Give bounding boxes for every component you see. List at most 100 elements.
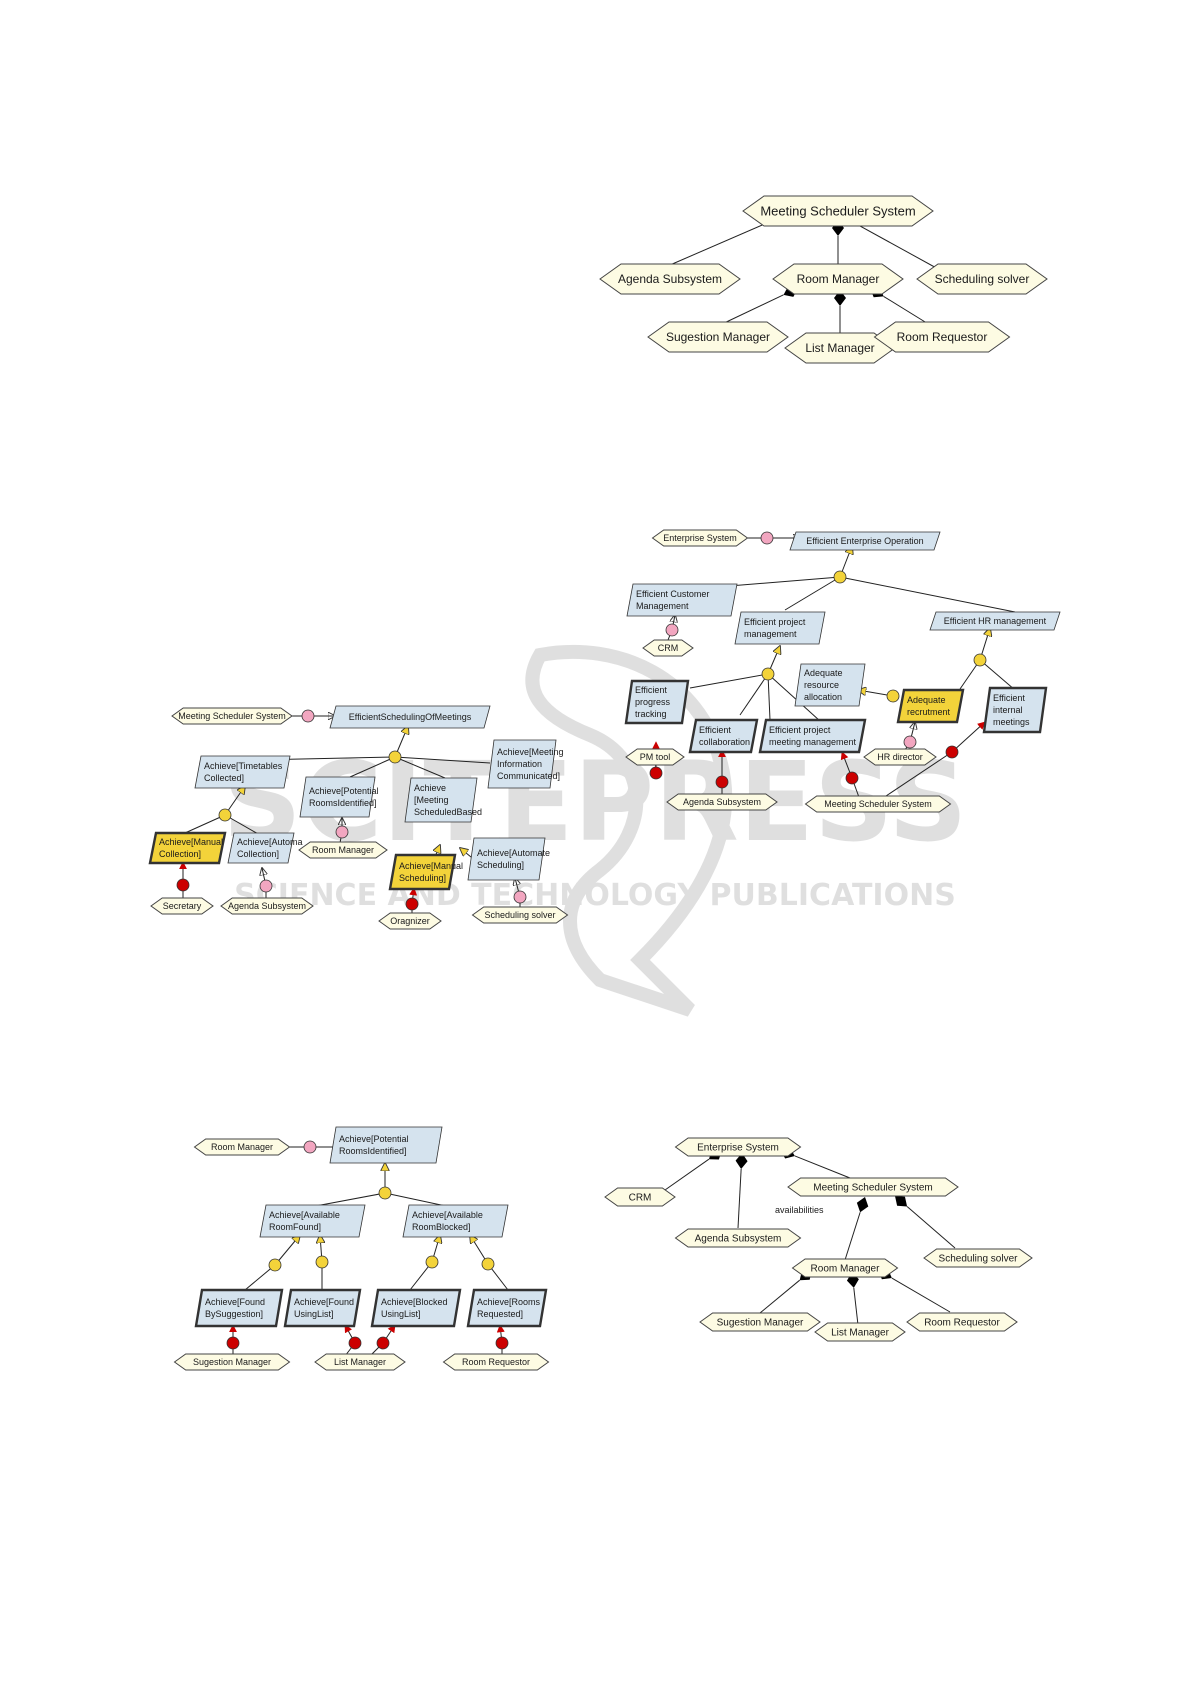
goal-efficient-customer-management-label: Efficient Customer <box>636 589 709 599</box>
agent-sugestion-manager <box>173 1353 291 1371</box>
resp-pmtool-circle <box>649 766 663 780</box>
agent-sugestion-manager-label: Sugestion Manager <box>193 1357 271 1367</box>
node-sugestion-manager-label: Sugestion Manager <box>666 330 770 344</box>
goal-rooms-requested <box>466 1288 548 1328</box>
link-crm-line <box>664 1158 710 1191</box>
node-scheduling-solver <box>923 1248 1033 1268</box>
goal-efficient-collaboration-label: collaboration <box>699 737 750 747</box>
agent-enterprise-system <box>651 529 749 547</box>
node-room-manager-label: Room Manager <box>811 1264 881 1275</box>
resp-msched-internal-arrow <box>951 721 986 753</box>
resp-msched-meeting-circle <box>845 771 859 785</box>
goal-blocked-using-list-label: Achieve[Blocked <box>381 1297 448 1307</box>
link-msched-line <box>794 1155 851 1179</box>
goal-efficient-progress-tracking <box>624 679 690 725</box>
link-sugestion-line <box>759 1279 800 1314</box>
resp-requestor-circle <box>495 1336 509 1350</box>
link-solver <box>895 1196 908 1207</box>
resp-sugestion-circle <box>226 1336 240 1350</box>
node-room-manager-label: Room Manager <box>797 272 880 286</box>
goal-meeting-information-communicated-label: Achieve[Meeting <box>497 747 564 757</box>
ref-project-link <box>739 673 769 716</box>
goal-found-by-suggestion <box>194 1288 284 1328</box>
agent-scheduling-solver-label: Scheduling solver <box>484 910 555 920</box>
goal-adequate-recrutment <box>896 688 965 724</box>
node-room-requestor <box>873 321 1011 353</box>
node-sugestion-manager <box>647 321 789 353</box>
agent-pm-tool-label: PM tool <box>640 752 671 762</box>
goal-rooms-requested-label: Requested] <box>477 1309 523 1319</box>
agent-room-requestor <box>442 1353 550 1371</box>
goal-efficient-hr-management <box>929 611 1061 631</box>
node-meeting-scheduler-system-label: Meeting Scheduler System <box>813 1183 933 1194</box>
agent-room-manager <box>298 841 388 859</box>
goal-potential-rooms-identified <box>329 1126 443 1164</box>
agent-secretary <box>150 897 214 915</box>
goal-available-room-found-label: RoomFound] <box>269 1222 321 1232</box>
node-room-requestor <box>906 1312 1018 1332</box>
goal-meeting-scheduled-based <box>404 777 478 823</box>
goal-manual-collection-label: Collection] <box>159 849 201 859</box>
agent-secretary-label: Secretary <box>163 901 202 911</box>
node-list-manager <box>814 1322 906 1342</box>
node-crm-label: CRM <box>629 1193 652 1204</box>
goal-adequate-recrutment-label: recrutment <box>907 707 951 717</box>
goal-automate-scheduling <box>467 837 546 881</box>
goal-adequate-resource-allocation <box>794 663 866 707</box>
agent-meeting-scheduler-system-label: Meeting Scheduler System <box>178 711 286 721</box>
goal-found-by-suggestion-label: Achieve[Found <box>205 1297 265 1307</box>
ref-blocked-b-circle <box>481 1257 495 1271</box>
ref-hr-link <box>979 659 1016 691</box>
agent-meeting-scheduler-system-label: Meeting Scheduler System <box>824 799 932 809</box>
goal-efficient-internal-meetings-label: internal <box>993 705 1023 715</box>
agent-enterprise-system-label: Enterprise System <box>663 533 737 543</box>
ref-blocked-a-circle <box>425 1255 439 1269</box>
ref-timetables-link <box>224 814 261 836</box>
agent-room-manager-label: Room Manager <box>211 1142 273 1152</box>
agent-crm-label: CRM <box>658 643 679 653</box>
goal-blocked-using-list-label: UsingList] <box>381 1309 421 1319</box>
goal-found-using-list-label: Achieve[Found <box>294 1297 354 1307</box>
node-room-manager <box>791 1258 899 1278</box>
goal-manual-scheduling-label: Scheduling] <box>399 873 446 883</box>
assign-crm-circle <box>665 623 679 637</box>
node-crm <box>604 1187 676 1207</box>
link-agenda <box>735 1153 748 1169</box>
goal-available-room-blocked-label: Achieve[Available <box>412 1210 483 1220</box>
node-sugestion-manager <box>699 1312 821 1332</box>
goal-potential-rooms-identified-label: RoomsIdentified] <box>339 1146 407 1156</box>
link-solver-line <box>906 1206 956 1249</box>
assign-solver-circle <box>513 890 527 904</box>
goal-efficient-project-meeting-management-label: meeting management <box>769 737 857 747</box>
node-sugestion-manager-label: Sugestion Manager <box>717 1318 804 1329</box>
node-meeting-scheduler-system <box>787 1177 959 1197</box>
node-list-manager-label: List Manager <box>831 1328 889 1339</box>
goal-potential-rooms-identified-label: Achieve[Potential <box>339 1134 409 1144</box>
assign-roommgr-circle <box>303 1140 317 1154</box>
ref-root-link <box>839 576 1016 613</box>
goal-potential-rooms-identified-label: Achieve[Potential <box>309 786 379 796</box>
ref-hr-circle <box>973 653 987 667</box>
ref-timetables-circle <box>218 808 232 822</box>
goal-efficient-hr-management-label: Efficient HR management <box>944 616 1047 626</box>
agent-oragnizer <box>378 912 442 930</box>
ref-project-link <box>767 673 771 721</box>
goal-manual-collection <box>148 831 227 865</box>
goal-efficient-enterprise-operation-label: Efficient Enterprise Operation <box>806 536 923 546</box>
agent-list-manager <box>314 1353 406 1371</box>
ref-root-circle <box>388 750 402 764</box>
goal-timetables-collected <box>194 755 291 789</box>
goal-efficient-scheduling-of-meetings <box>329 705 491 729</box>
agent-agenda-subsystem-label: Agenda Subsystem <box>683 797 761 807</box>
node-scheduling-solver <box>916 263 1048 295</box>
goal-efficient-internal-meetings-label: Efficient <box>993 693 1025 703</box>
agent-room-manager <box>193 1138 291 1156</box>
goal-automate-scheduling-label: Achieve[Automate <box>477 848 550 858</box>
goal-manual-scheduling-label: Achieve[Manual <box>399 861 463 871</box>
resp-oragnizer-circle <box>405 897 419 911</box>
link-solver-line <box>853 222 941 271</box>
assign-roommgr-circle <box>335 825 349 839</box>
link-requestor-line <box>883 295 931 326</box>
